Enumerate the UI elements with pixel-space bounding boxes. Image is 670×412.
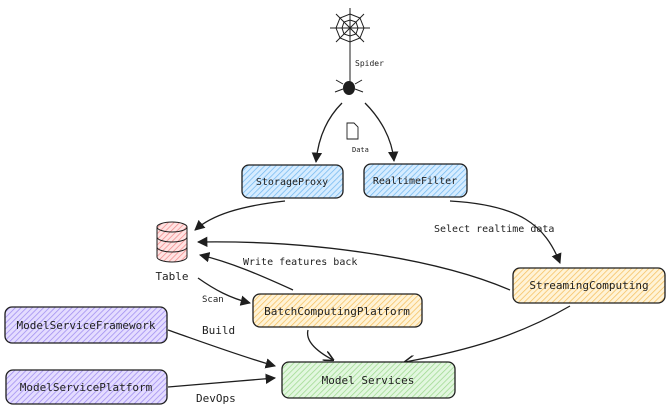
edge-spider-storageproxy [311, 102, 343, 164]
edge-label-write-back: Write features back [243, 257, 357, 268]
edge-label-build: Build [202, 324, 235, 337]
edge-batch-table [198, 252, 294, 291]
edge-framework-modelservices [167, 329, 276, 369]
node-storageproxy[interactable]: StorageProxy [241, 164, 344, 199]
node-modelservices[interactable]: Model Services [281, 361, 456, 399]
edge-batch-modelservices [306, 329, 333, 360]
node-realtimefilter[interactable]: RealtimeFilter [363, 163, 468, 198]
spider-icon [334, 79, 364, 95]
node-modelserviceplatform[interactable]: ModelServicePlatform [5, 369, 168, 405]
edge-streaming-modelservices [405, 305, 571, 362]
data-label: Data [352, 146, 369, 154]
streaming-label: StreamingComputing [529, 279, 648, 292]
edge-realtimefilter-streaming [449, 200, 562, 264]
edge-label-select-realtime: Select realtime data [434, 224, 554, 235]
database-icon [156, 221, 188, 263]
document-icon [346, 122, 359, 140]
node-modelserviceframework[interactable]: ModelServiceFramework [4, 306, 168, 344]
platform-label: ModelServicePlatform [20, 381, 153, 394]
edge-label-devops: DevOps [196, 392, 236, 405]
edge-streaming-table [196, 236, 511, 291]
node-streamingcomputing[interactable]: StreamingComputing [512, 267, 666, 304]
spider-label: Spider [355, 59, 384, 68]
storageproxy-label: StorageProxy [256, 177, 328, 188]
node-batchcomputingplatform[interactable]: BatchComputingPlatform [252, 293, 423, 328]
edge-table-batch [197, 277, 252, 306]
edge-storageproxy-table [194, 200, 286, 231]
spider-web-icon [330, 8, 370, 82]
realtimefilter-label: RealtimeFilter [373, 176, 457, 187]
modelservices-label: Model Services [322, 374, 415, 387]
edge-spider-realtimefilter [364, 102, 399, 163]
edge-label-scan: Scan [202, 295, 224, 305]
framework-label: ModelServiceFramework [16, 319, 155, 332]
edge-platform-modelservices [167, 373, 277, 388]
batch-label: BatchComputingPlatform [264, 305, 410, 318]
table-label: Table [155, 270, 188, 283]
